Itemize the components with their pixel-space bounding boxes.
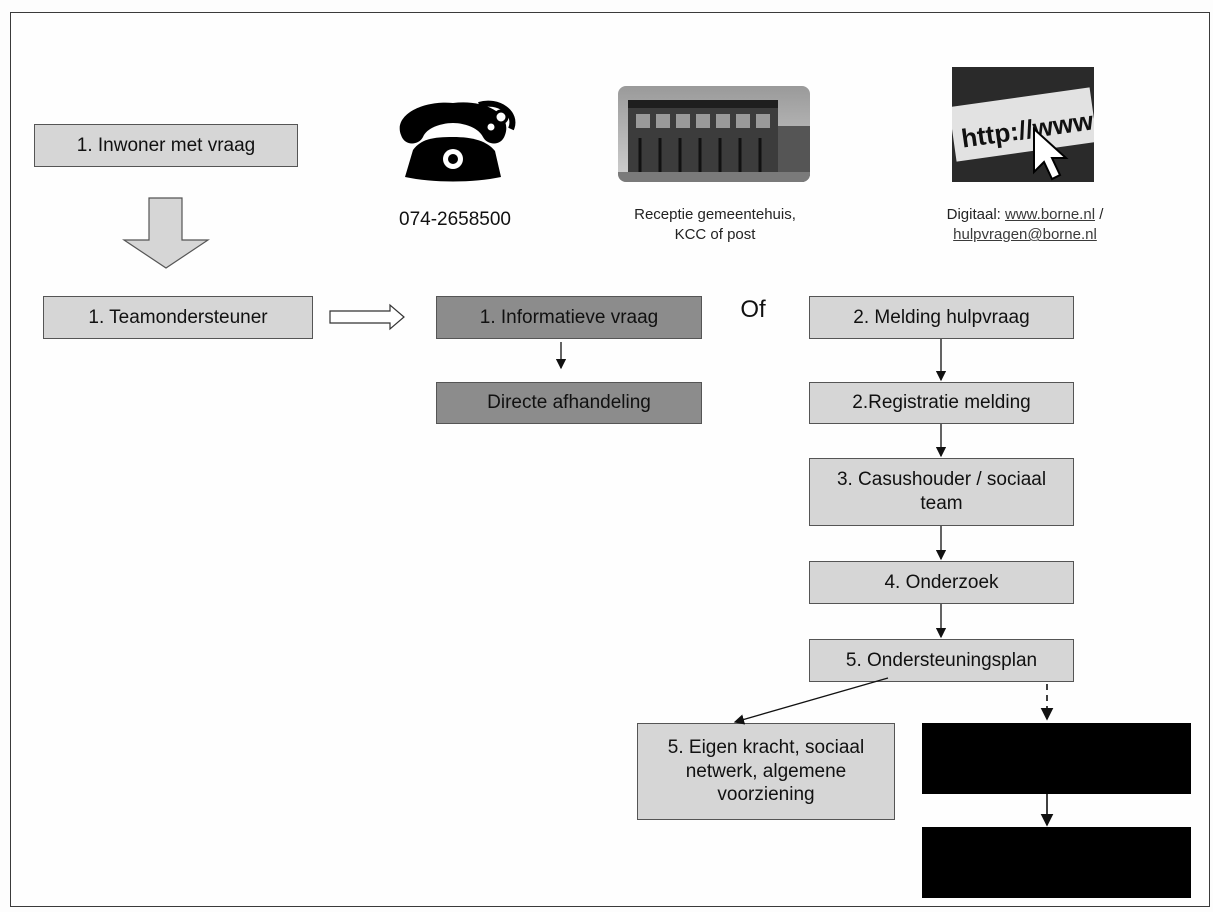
redacted-box-1 [922,723,1191,794]
reception-line-2: KCC of post [674,226,756,244]
digital-prefix: Digitaal: [946,206,1005,223]
ondersteuningsplan-box: 5. Ondersteuningsplan [809,639,1074,682]
directe-afhandeling-box: Directe afhandeling [436,382,702,424]
arrow-plan-to-eigen-kracht [733,677,889,725]
email-link[interactable]: hulpvragen@borne.nl [953,226,1097,244]
digital-separator: / [1095,206,1104,223]
inwoner-box: 1. Inwoner met vraag [34,124,298,167]
http-browser-icon: http://www [952,67,1094,182]
telephone-icon [383,95,523,185]
eigen-kracht-box: 5. Eigen kracht, sociaal netwerk, algeme… [637,723,895,820]
town-hall-photo [618,86,810,182]
redacted-box-2 [922,827,1191,898]
informatieve-vraag-box: 1. Informatieve vraag [436,296,702,339]
casushouder-box: 3. Casushouder / sociaal team [809,458,1074,526]
of-label: Of [740,296,766,323]
website-link[interactable]: www.borne.nl [1004,206,1096,223]
phone-number: 074-2658500 [399,209,511,230]
onderzoek-box: 4. Onderzoek [809,561,1074,604]
block-right-arrow [329,303,405,331]
reception-line-1: Receptie gemeentehuis, [634,206,796,223]
reception-label: Receptie gemeentehuis, KCC of post [590,205,840,246]
digital-label: Digitaal: www.borne.nl / hulpvragen@born… [880,205,1170,246]
registratie-melding-box: 2.Registratie melding [809,382,1074,424]
melding-hulpvraag-box: 2. Melding hulpvraag [809,296,1074,339]
block-down-arrow [122,197,210,269]
teamondersteuner-box: 1. Teamondersteuner [43,296,313,339]
